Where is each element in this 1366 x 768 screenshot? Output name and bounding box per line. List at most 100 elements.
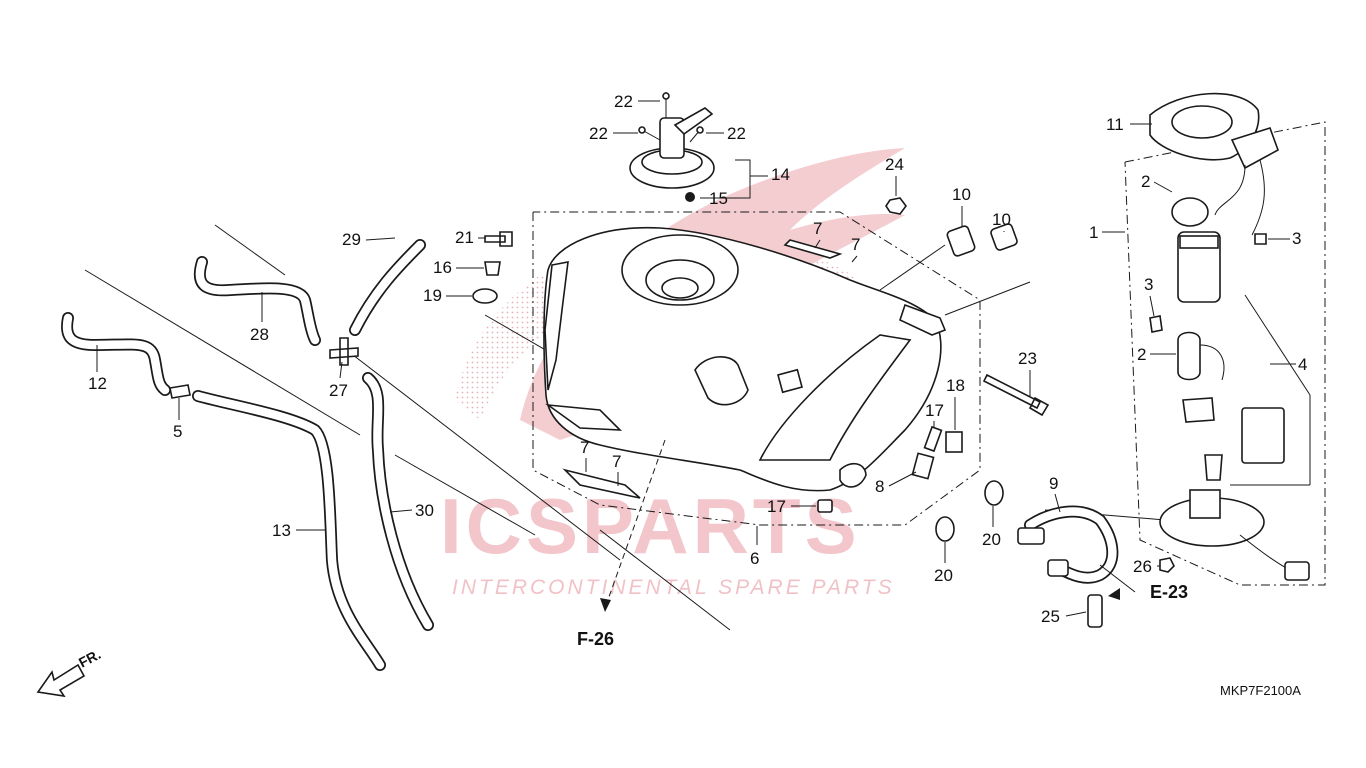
fuel-cap-screw-right bbox=[696, 126, 704, 134]
fuel-tank-mount-center bbox=[694, 356, 749, 406]
callout-3-right: 3 bbox=[1292, 229, 1301, 248]
hose-29 bbox=[350, 240, 425, 335]
washer-20-upper bbox=[984, 480, 1004, 506]
fuel-cap-assembly bbox=[629, 92, 715, 202]
reference-marks: F-26 E-23 bbox=[577, 439, 1188, 649]
hose-28 bbox=[195, 257, 320, 345]
fuel-pump-cylinder bbox=[1177, 331, 1201, 381]
hose-13 bbox=[193, 391, 385, 670]
reference-f26: F-26 bbox=[577, 629, 614, 649]
fuel-feed-hose bbox=[1017, 505, 1119, 628]
fuel-pump-holder bbox=[1241, 407, 1285, 464]
nut-24 bbox=[885, 197, 907, 215]
decal-7-upper bbox=[783, 239, 843, 259]
callout-17-upper: 17 bbox=[925, 401, 944, 420]
pump-seal-ring bbox=[1204, 454, 1223, 481]
callout-labels: 22 22 22 14 15 24 10 10 7 7 7 7 21 16 19… bbox=[88, 92, 1307, 626]
fuel-tank-side-recess bbox=[758, 334, 912, 461]
callout-5: 5 bbox=[173, 422, 182, 441]
callout-9: 9 bbox=[1049, 474, 1058, 493]
rubber-17-lower bbox=[817, 499, 833, 513]
callout-23: 23 bbox=[1018, 349, 1037, 368]
e23-arrow-head bbox=[1108, 588, 1120, 600]
fuel-pump-group-frame bbox=[1124, 121, 1326, 586]
front-arrow-icon bbox=[36, 663, 86, 698]
rubber-18 bbox=[945, 431, 963, 453]
callout-29: 29 bbox=[342, 230, 361, 249]
callout-30: 30 bbox=[415, 501, 434, 520]
e23-arrow-line bbox=[1099, 564, 1136, 593]
washer-20-lower bbox=[935, 516, 955, 542]
callout-26: 26 bbox=[1133, 557, 1152, 576]
watermark-tagline: INTERCONTINENTAL SPARE PARTS bbox=[452, 576, 895, 599]
callout-4: 4 bbox=[1298, 355, 1307, 374]
callout-12: 12 bbox=[88, 374, 107, 393]
bolt-23 bbox=[982, 373, 1050, 417]
callout-20-lower: 20 bbox=[934, 566, 953, 585]
callout-15: 15 bbox=[709, 189, 728, 208]
collar-16 bbox=[484, 261, 501, 276]
callout-25: 25 bbox=[1041, 607, 1060, 626]
callout-6: 6 bbox=[750, 549, 759, 568]
nut-26 bbox=[1159, 557, 1175, 573]
callout-19: 19 bbox=[423, 286, 442, 305]
callout-28: 28 bbox=[250, 325, 269, 344]
callout-27: 27 bbox=[329, 381, 348, 400]
rubber-8 bbox=[911, 452, 935, 480]
fuel-tank-left-lower-bracket bbox=[545, 403, 623, 431]
fuel-filter-2 bbox=[1171, 197, 1209, 227]
fuel-tank bbox=[543, 226, 947, 492]
callout-18: 18 bbox=[946, 376, 965, 395]
front-direction-marker: FR. bbox=[36, 646, 103, 698]
fuel-tank-bracket-left bbox=[544, 261, 569, 391]
fuel-cap-screw-left bbox=[638, 126, 646, 134]
hose-9-connector-top bbox=[1017, 527, 1045, 545]
watermark-brand: ICSPARTS bbox=[440, 482, 861, 570]
diagram-code: MKP7F2100A bbox=[1220, 683, 1301, 698]
reference-e23: E-23 bbox=[1150, 582, 1188, 602]
callout-7-lower-left: 7 bbox=[580, 438, 589, 457]
callout-13: 13 bbox=[272, 521, 291, 540]
hose-12 bbox=[62, 313, 170, 395]
callout-7-upper-left: 7 bbox=[813, 219, 822, 238]
hose-9-connector-bottom bbox=[1047, 559, 1069, 577]
callout-21: 21 bbox=[455, 228, 474, 247]
fuel-pump-connector bbox=[1230, 127, 1279, 170]
fuel-pump-body bbox=[1177, 231, 1221, 303]
callout-22-top: 22 bbox=[614, 92, 633, 111]
front-label: FR. bbox=[76, 646, 103, 671]
fuel-tank-rear-bracket bbox=[899, 303, 947, 336]
fuel-pump-assembly bbox=[1149, 92, 1310, 581]
rubber-10-right bbox=[990, 223, 1018, 251]
callout-1: 1 bbox=[1089, 223, 1098, 242]
fuel-cap-key bbox=[673, 107, 714, 136]
rubber-10-left bbox=[946, 225, 976, 257]
callout-22-left: 22 bbox=[589, 124, 608, 143]
f26-arrow-head bbox=[600, 598, 611, 612]
joint-25 bbox=[1087, 594, 1103, 628]
hoses bbox=[61, 239, 434, 671]
fuel-pump-coupler bbox=[1284, 561, 1310, 581]
fuel-tank-bottom-tab bbox=[839, 462, 867, 488]
pressure-regulator bbox=[1182, 397, 1215, 423]
fuel-pump-wire bbox=[1214, 159, 1265, 236]
callout-11: 11 bbox=[1106, 115, 1124, 134]
callout-24: 24 bbox=[885, 155, 904, 174]
hose-9 bbox=[1025, 507, 1117, 582]
hose-30 bbox=[363, 373, 433, 630]
callout-2-lower: 2 bbox=[1137, 345, 1146, 364]
callout-20-upper: 20 bbox=[982, 530, 1001, 549]
fuel-cap-screw-top bbox=[662, 92, 670, 100]
callout-14: 14 bbox=[771, 165, 790, 184]
bolt-3-lower bbox=[1149, 315, 1163, 333]
decal-7-lower bbox=[562, 468, 641, 499]
callout-16: 16 bbox=[433, 258, 452, 277]
callout-10-right: 10 bbox=[992, 210, 1011, 229]
tank-group-frame bbox=[532, 211, 981, 526]
bolt-3-upper bbox=[1254, 233, 1267, 245]
callout-17-lower: 17 bbox=[767, 497, 786, 516]
callout-7-upper-right: 7 bbox=[851, 235, 860, 254]
callout-10-left: 10 bbox=[952, 185, 971, 204]
fuel-cap-seal bbox=[685, 192, 695, 202]
